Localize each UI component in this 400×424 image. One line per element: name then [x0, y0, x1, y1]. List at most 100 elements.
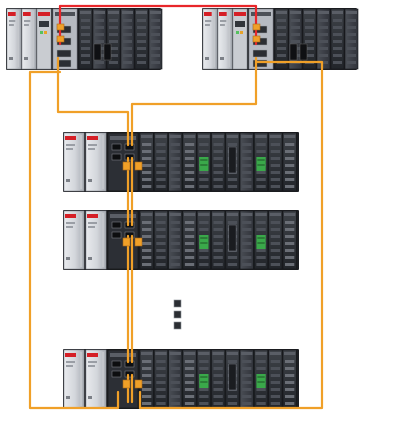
terminal-screw-icon — [277, 47, 286, 50]
io-module-body — [211, 210, 226, 270]
terminal-screw-icon — [213, 256, 223, 259]
terminal-screw-icon — [270, 157, 280, 160]
status-display-icon — [39, 21, 49, 27]
module-header-icon — [212, 352, 224, 355]
terminal-screw-icon — [142, 221, 152, 224]
power-module — [6, 8, 22, 70]
terminal-screw-icon — [184, 221, 195, 224]
io-module-body — [330, 8, 345, 70]
terminal-screw-icon — [319, 61, 328, 64]
power-module — [217, 8, 233, 70]
terminal-screw-icon — [170, 367, 180, 370]
power-module-edge — [102, 352, 104, 406]
module-header-icon — [155, 213, 167, 216]
network-port-icon — [111, 370, 122, 378]
terminal-screw-icon — [213, 157, 223, 160]
terminal-screw-icon — [285, 256, 295, 259]
io-module — [330, 8, 345, 70]
terminal-screw-icon — [170, 263, 180, 266]
terminal-screw-icon — [123, 19, 132, 22]
terminal-screw-icon — [242, 381, 252, 384]
terminal-screw-icon — [305, 19, 314, 22]
module-header-icon — [110, 136, 136, 140]
terminal-screw-icon — [242, 150, 252, 153]
io-module — [196, 132, 211, 192]
terminal-screw-icon — [242, 249, 252, 252]
terminal-screw-icon — [184, 263, 195, 266]
terminal-screw-icon — [213, 228, 223, 231]
terminal-screw-icon — [156, 395, 166, 398]
terminal-screw-icon — [156, 374, 166, 377]
module-header-icon — [110, 214, 136, 218]
io-module — [154, 210, 168, 270]
terminal-pin-icon — [200, 381, 208, 383]
terminal-screw-icon — [81, 40, 90, 43]
module-header-icon — [198, 213, 210, 216]
terminal-screw-icon — [170, 256, 180, 259]
terminal-screw-icon — [285, 360, 295, 363]
terminal-screw-icon — [285, 185, 295, 188]
terminal-screw-icon — [170, 164, 180, 167]
terminal-screw-icon — [156, 256, 166, 259]
terminal-screw-icon — [142, 143, 152, 146]
terminal-screw-icon — [347, 26, 356, 29]
power-module-edge — [17, 11, 19, 67]
io-module — [182, 210, 197, 270]
power-module — [85, 349, 107, 409]
terminal-screw-icon — [256, 228, 266, 231]
module-header-icon — [332, 11, 343, 14]
terminal-screw-icon — [123, 40, 132, 43]
terminal-screw-icon — [242, 178, 252, 181]
power-module-edge — [228, 11, 230, 67]
terminal-screw-icon — [227, 143, 238, 146]
terminal-screw-icon — [270, 150, 280, 153]
module-header-icon — [122, 11, 133, 14]
terminal-screw-icon — [170, 381, 180, 384]
network-port-icon — [56, 49, 72, 58]
terminal-screw-icon — [291, 33, 300, 36]
terminal-screw-icon — [142, 395, 152, 398]
terminal-screw-icon — [151, 54, 160, 57]
status-led-icon — [44, 31, 47, 34]
power-module — [63, 132, 85, 192]
terminal-screw-icon — [227, 221, 238, 224]
terminal-screw-icon — [170, 150, 180, 153]
terminal-screw-icon — [156, 143, 166, 146]
terminal-screw-icon — [213, 388, 223, 391]
terminal-screw-icon — [184, 367, 195, 370]
terminal-screw-icon — [256, 263, 266, 266]
connector-plug-icon — [56, 35, 65, 43]
terminal-screw-icon — [285, 157, 295, 160]
terminal-screw-icon — [137, 47, 146, 50]
terminal-screw-icon — [137, 19, 146, 22]
terminal-screw-icon — [242, 164, 252, 167]
io-module — [134, 8, 149, 70]
module-header-icon — [155, 352, 167, 355]
terminal-screw-icon — [285, 228, 295, 231]
io-rack-n — [63, 349, 299, 409]
terminal-screw-icon — [242, 395, 252, 398]
terminal-screw-icon — [227, 178, 238, 181]
io-module-body — [134, 8, 149, 70]
terminal-screw-icon — [170, 143, 180, 146]
terminal-screw-icon — [277, 26, 286, 29]
terminal-screw-icon — [137, 33, 146, 36]
terminal-screw-icon — [184, 388, 195, 391]
terminal-screw-icon — [199, 249, 209, 252]
terminal-screw-icon — [142, 228, 152, 231]
io-module — [196, 210, 211, 270]
connector-icon — [228, 363, 237, 391]
terminal-screw-icon — [137, 40, 146, 43]
terminal-screw-icon — [156, 235, 166, 238]
terminal-screw-icon — [142, 402, 152, 405]
io-module-body — [154, 132, 168, 192]
io-module — [139, 349, 154, 409]
io-rack-2 — [63, 210, 299, 270]
terminal-screw-icon — [123, 33, 132, 36]
label-strip-icon — [220, 20, 227, 22]
network-port-icon — [124, 221, 135, 229]
terminal-screw-icon — [170, 235, 180, 238]
terminal-screw-icon — [277, 19, 286, 22]
io-module-body — [148, 8, 163, 70]
terminal-screw-icon — [142, 242, 152, 245]
